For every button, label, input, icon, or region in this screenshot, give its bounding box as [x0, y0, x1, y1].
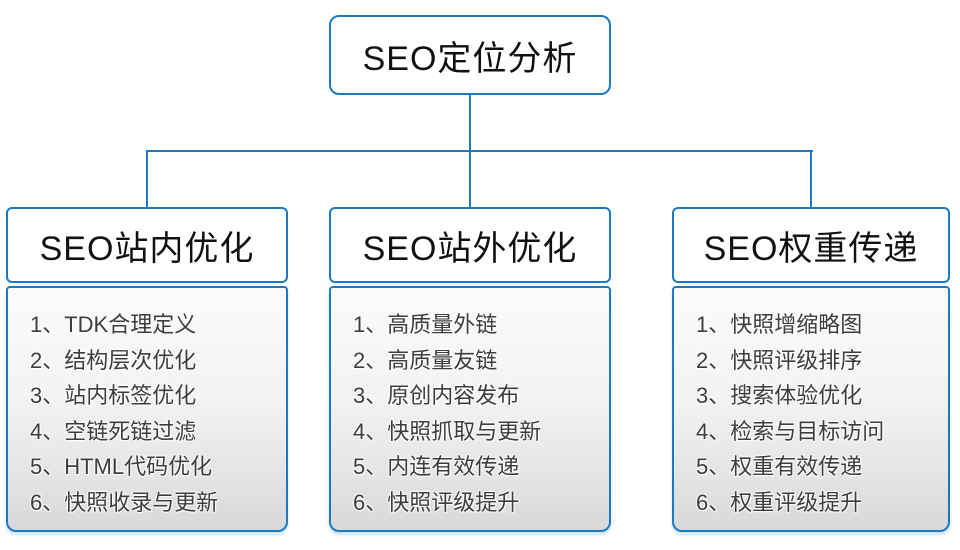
branch-node-offsite: SEO站外优化 — [329, 207, 611, 283]
connector-drop-right — [810, 150, 812, 208]
list-item: 1、快照增缩略图 — [696, 312, 863, 337]
branch-node-offsite-label: SEO站外优化 — [362, 229, 578, 268]
list-item: 1、高质量外链 — [353, 312, 498, 337]
branch-node-weight-label: SEO权重传递 — [703, 229, 919, 268]
connector-horizontal — [146, 150, 813, 152]
list-item: 3、原创内容发布 — [353, 383, 520, 408]
list-item: 4、空链死链过滤 — [30, 418, 197, 444]
list-item: 5、权重有效传递 — [696, 454, 863, 479]
list-item: 1、TDK合理定义 — [30, 312, 197, 337]
list-item: 3、搜索体验优化 — [696, 383, 863, 408]
list-item: 3、站内标签优化 — [30, 383, 197, 408]
branch-list-weight: 1、快照增缩略图 2、快照评级排序 3、搜索体验优化 4、检索与目标访问 5、权… — [672, 286, 950, 532]
list-item: 6、权重评级提升 — [696, 489, 863, 515]
root-node: SEO定位分析 — [329, 15, 611, 95]
branch-node-weight: SEO权重传递 — [672, 207, 950, 283]
list-item: 4、快照抓取与更新 — [353, 418, 542, 444]
list-item: 6、快照评级提升 — [353, 489, 520, 515]
root-node-label: SEO定位分析 — [362, 39, 578, 78]
branch-node-onsite: SEO站内优化 — [6, 207, 288, 283]
list-item: 2、结构层次优化 — [30, 347, 197, 373]
list-item: 2、快照评级排序 — [696, 347, 863, 373]
list-item: 5、HTML代码优化 — [30, 454, 213, 479]
list-item: 6、快照收录与更新 — [30, 489, 219, 515]
connector-root-drop — [469, 95, 471, 152]
list-item: 2、高质量友链 — [353, 347, 498, 373]
branch-list-onsite: 1、TDK合理定义 2、结构层次优化 3、站内标签优化 4、空链死链过滤 5、H… — [6, 286, 288, 532]
branch-list-offsite: 1、高质量外链 2、高质量友链 3、原创内容发布 4、快照抓取与更新 5、内连有… — [329, 286, 611, 532]
list-item: 4、检索与目标访问 — [696, 418, 885, 444]
connector-drop-left — [146, 150, 148, 208]
list-item: 5、内连有效传递 — [353, 454, 520, 479]
branch-node-onsite-label: SEO站内优化 — [39, 229, 255, 268]
connector-drop-middle — [469, 150, 471, 208]
